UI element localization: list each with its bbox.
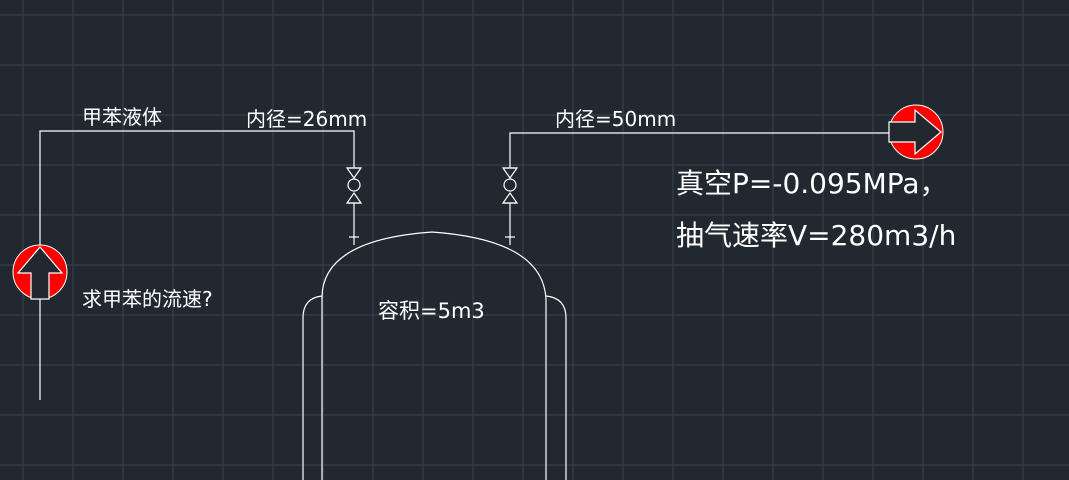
gate-valve-icon (345, 167, 363, 204)
gate-valve-icon (501, 167, 519, 204)
label-pump-rate: 抽气速率V=280m3/h (676, 219, 956, 252)
arrow-right-icon (888, 104, 944, 160)
label-toluene-liquid: 甲苯液体 (82, 105, 162, 129)
tank-vessel (302, 231, 567, 480)
label-volume: 容积=5m3 (378, 299, 485, 323)
label-inner-diameter-right: 内径=50mm (555, 107, 676, 131)
label-inner-diameter-left: 内径=26mm (246, 107, 367, 131)
outlet-pipe (505, 132, 890, 245)
label-vacuum: 真空P=-0.095MPa， (676, 167, 948, 200)
arrow-up-icon (12, 244, 68, 300)
label-question: 求甲苯的流速? (82, 287, 213, 311)
